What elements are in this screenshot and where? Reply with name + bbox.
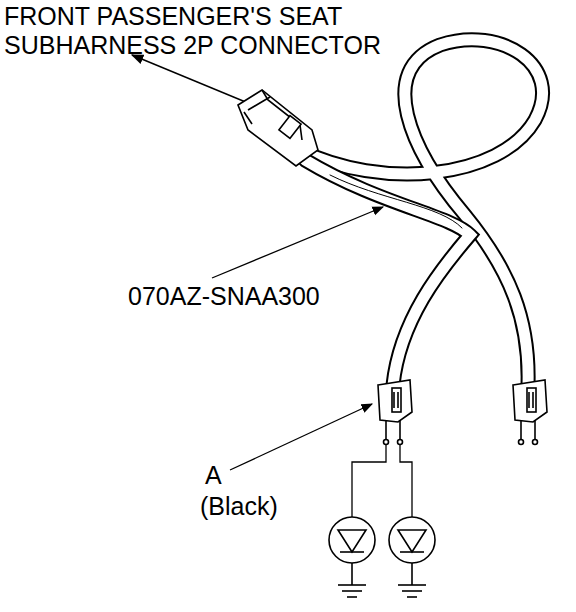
harness-cable [300,40,543,385]
subharness-connector [238,90,318,166]
leader-line [230,404,372,470]
callout-letter: A [205,461,245,490]
leader-line [212,207,383,278]
connector-a [378,380,412,445]
part-name: FRONT PASSENGER'S SEAT SUBHARNESS 2P CON… [4,2,474,60]
ground-symbol [338,563,426,597]
connector-b [513,380,547,445]
test-wire [352,445,412,517]
color-note: (Black) [200,492,310,521]
part-number: 070AZ-SNAA300 [128,282,368,311]
test-light-symbol [329,517,435,563]
direction-arrow [132,55,248,103]
